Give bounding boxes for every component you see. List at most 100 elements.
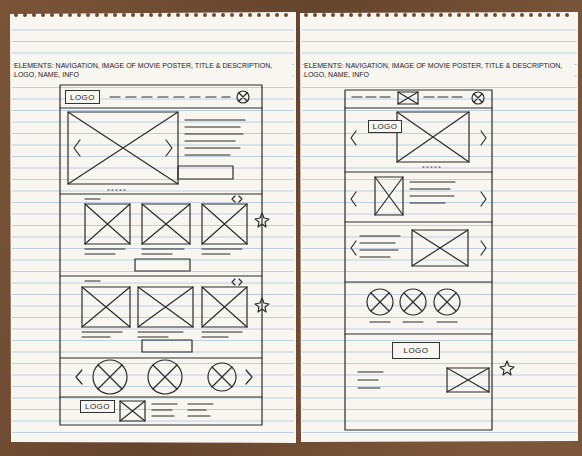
sketch-lines-rect (398, 92, 418, 104)
spiral-hole (502, 13, 506, 17)
spiral-hole (403, 13, 407, 17)
sketch-lines-path (232, 196, 242, 202)
ruled-line (302, 179, 577, 180)
spiral-hole (367, 13, 371, 17)
ruled-line (302, 260, 577, 261)
ruled-line (302, 306, 577, 307)
ruled-line (302, 168, 577, 169)
sketch-lines-rect (202, 204, 247, 244)
ruled-line (302, 398, 577, 399)
sketch-lines-path (120, 401, 145, 421)
ruled-line (12, 156, 294, 157)
ruled-line (12, 375, 294, 376)
ruled-line (12, 432, 294, 433)
ruled-line (12, 306, 294, 307)
sketch-lines-path (68, 112, 178, 184)
sheet-heading: ELEMENTS: NAVIGATION, IMAGE OF MOVIE POS… (14, 62, 292, 79)
spiral-hole (457, 13, 461, 17)
ruled-line (302, 375, 577, 376)
ruled-line (12, 191, 294, 192)
ruled-line (12, 260, 294, 261)
paper-sheet: ELEMENTS: NAVIGATION, IMAGE OF MOVIE POS… (300, 12, 578, 442)
sketch-lines-path (138, 287, 193, 327)
spiral-hole (394, 13, 398, 17)
ruled-line (302, 409, 577, 410)
ruled-line (302, 283, 577, 284)
spiral-hole (59, 13, 63, 17)
spiral-hole (167, 13, 171, 17)
ruled-line (302, 317, 577, 318)
sketch-lines-circle (237, 91, 249, 103)
sketch-lines-rect (68, 112, 178, 184)
spiral-hole (266, 13, 270, 17)
sketch-lines-path (85, 279, 242, 285)
ruled-line (302, 271, 577, 272)
sketch-lines-path (98, 365, 122, 389)
spiral-hole (176, 13, 180, 17)
paper-sheet: ELEMENTS: NAVIGATION, IMAGE OF MOVIE POS… (10, 12, 296, 442)
spiral-hole (349, 13, 353, 17)
paper-sheet-polygon (300, 12, 578, 442)
ruled-line (12, 30, 294, 31)
sketch-lines-path (60, 193, 262, 194)
sketch-lines-path (345, 333, 492, 334)
sketch-lines-circle (434, 289, 460, 315)
sketch-lines-rect (202, 287, 247, 327)
sketch-lines-path (82, 332, 242, 337)
ruled-line (12, 53, 294, 54)
sketch-lines-path (438, 293, 456, 311)
spiral-hole (322, 13, 326, 17)
spiral-hole (275, 13, 279, 17)
ruled-line (12, 386, 294, 387)
ruled-line (12, 283, 294, 284)
sketch-lines-rect (135, 259, 190, 271)
spiral-hole (304, 13, 308, 17)
sketch-lines-circle (400, 289, 426, 315)
ruled-line (302, 237, 577, 238)
ruled-line (302, 421, 577, 422)
sketch-lines-path (345, 221, 492, 222)
sketch-lines-path (153, 365, 177, 389)
sketch-lines-rect (178, 166, 233, 179)
sketch-lines-path (358, 372, 383, 388)
spiral-hole (565, 13, 569, 17)
spiral-hole (50, 13, 54, 17)
spiral-hole (313, 13, 317, 17)
spiral-hole (95, 13, 99, 17)
ruled-line (12, 41, 294, 42)
spiral-hole (86, 13, 90, 17)
sketch-lines-path (397, 112, 469, 162)
sketch-lines-path (345, 171, 492, 172)
sketch-lines-path (412, 230, 468, 266)
sketch-lines-rect (142, 340, 192, 352)
logo-label: LOGO (70, 93, 95, 102)
sketch-lines-path (474, 94, 482, 102)
sketch-lines-path (351, 241, 486, 255)
spiral-hole (439, 13, 443, 17)
ruled-line (302, 432, 577, 433)
sketch-lines-path (202, 204, 247, 244)
paper-sheet-polygon (10, 12, 296, 443)
spiral-hole (32, 13, 36, 17)
sketch-lines-path (375, 177, 403, 215)
ruled-line (12, 294, 294, 295)
sketch-lines-circle (367, 289, 393, 315)
ruled-line (302, 87, 577, 88)
sketch-lines-path (447, 368, 489, 392)
sketch-lines-path (212, 367, 232, 387)
sketch-lines-path (410, 182, 455, 203)
sketch-lines-path (76, 370, 252, 384)
sketch-lines-path (82, 287, 130, 327)
spiral-hole (212, 13, 216, 17)
sketch-lines-rect (138, 287, 193, 327)
ruled-line (302, 99, 577, 100)
ruled-line (12, 202, 294, 203)
sketch-lines-path (423, 166, 441, 167)
spiral-hole (131, 13, 135, 17)
ruled-line (12, 87, 294, 88)
sketch-lines-rect (397, 112, 469, 162)
sketch-lines-circle (208, 363, 236, 391)
spiral-hole (493, 13, 497, 17)
sketch-lines-path (185, 120, 245, 155)
